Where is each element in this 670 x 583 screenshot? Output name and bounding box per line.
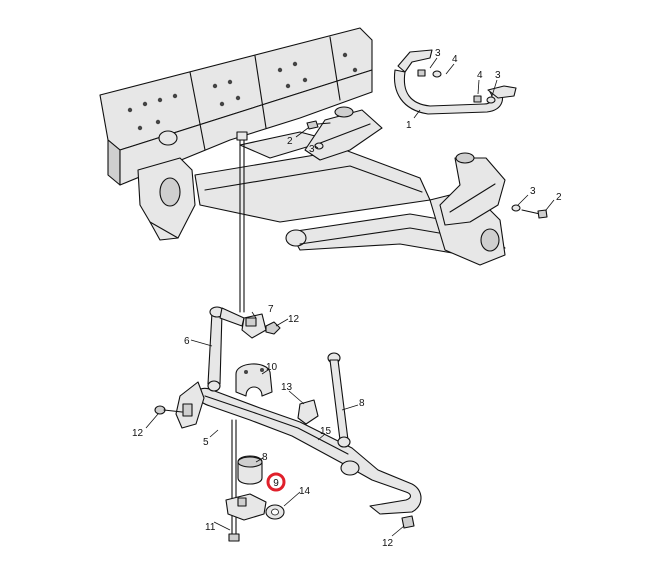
fasteners-part-3-4	[306, 69, 548, 219]
callout-6-left: 6	[184, 336, 190, 347]
callout-2-upper: 2	[287, 136, 293, 147]
callout-12-upper: 12	[288, 314, 300, 325]
link-bracket-part-7	[241, 313, 267, 339]
lower-clamp	[225, 493, 267, 521]
callout-3-mid: 3	[309, 144, 315, 155]
bushing-part-8	[237, 455, 263, 485]
highlighted-callout-9[interactable]: 9	[266, 472, 286, 492]
bracket-part-13	[297, 399, 319, 425]
frame-rail	[99, 27, 373, 186]
callout-labels: 1 2 2 3 3 3 3 4 4 5 6 7 8 8 10 11 12 12 …	[132, 48, 562, 549]
callout-12-left: 12	[132, 428, 144, 439]
callout-5: 5	[203, 437, 209, 448]
leader-lines	[145, 57, 555, 537]
washer-part-14	[265, 504, 285, 520]
left-hanger-bracket	[137, 157, 196, 241]
rear-control-arm	[439, 152, 506, 226]
stabilizer-link-part-6-left	[207, 306, 245, 392]
callout-9: 9	[273, 478, 279, 489]
callout-3-right: 3	[530, 186, 536, 197]
clamp-part-10	[235, 363, 273, 397]
callout-7: 7	[268, 304, 274, 315]
callout-15: 15	[320, 426, 332, 437]
bolt-part-11	[228, 419, 240, 542]
callout-1: 1	[406, 120, 412, 131]
callout-12-lower: 12	[382, 538, 394, 549]
callout-13: 13	[281, 382, 293, 393]
nut-part-12-lower	[401, 515, 415, 529]
callout-8-right: 8	[359, 398, 365, 409]
callout-8-bushing: 8	[262, 452, 268, 463]
left-shaft-bracket	[175, 381, 205, 429]
callout-11: 11	[205, 522, 216, 533]
stabilizer-link-part-6-right	[327, 352, 351, 448]
frame-rivet-holes	[127, 52, 358, 131]
callout-3-upper-b: 3	[495, 70, 501, 81]
highlight-ring	[266, 472, 286, 492]
callout-4-a: 4	[452, 54, 458, 65]
upper-control-arm	[304, 106, 383, 161]
link-mounting-stud	[236, 131, 248, 313]
bolt-part-12-left	[154, 405, 183, 415]
callout-14: 14	[299, 486, 311, 497]
callout-3-upper-a: 3	[435, 48, 441, 59]
nut-part-12-upper	[265, 321, 281, 335]
callout-2-right: 2	[556, 192, 562, 203]
callout-4-b: 4	[477, 70, 483, 81]
callout-10: 10	[266, 362, 278, 373]
